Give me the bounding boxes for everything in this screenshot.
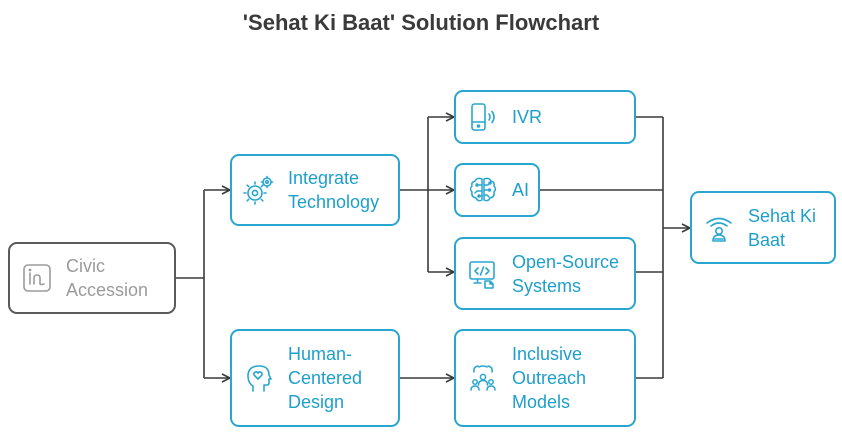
node-label: Inclusive Outreach Models [512,344,587,412]
node-label: IVR [512,107,543,127]
node-integrate-technology: Integrate Technology [230,154,400,226]
node-label: Human- Centered Design [288,344,363,412]
phone-signal-icon [466,100,500,134]
node-civic-accession: Civic Accession [8,242,176,314]
node-label: AI [512,180,530,200]
node-label: Civic Accession [66,256,149,300]
gears-icon [242,173,276,207]
code-monitor-icon [466,257,500,291]
node-ivr: IVR [454,90,636,144]
voice-person-icon [702,211,736,245]
node-label: Sehat Ki Baat [748,205,817,250]
head-heart-icon [242,361,276,395]
node-inclusive-outreach-models: Inclusive Outreach Models [454,329,636,427]
diagram-title: 'Sehat Ki Baat' Solution Flowchart [242,10,600,35]
node-sehat-ki-baat: Sehat Ki Baat [690,191,836,264]
node-label: Integrate Technology [288,168,380,212]
handwriting-icon [20,261,54,295]
people-network-icon [466,361,500,395]
brain-icon [466,173,500,207]
node-human-centered-design: Human- Centered Design [230,329,400,427]
node-label: Open-Source Systems [512,251,620,296]
node-open-source-systems: Open-Source Systems [454,237,636,310]
node-ai: AI [454,163,540,217]
